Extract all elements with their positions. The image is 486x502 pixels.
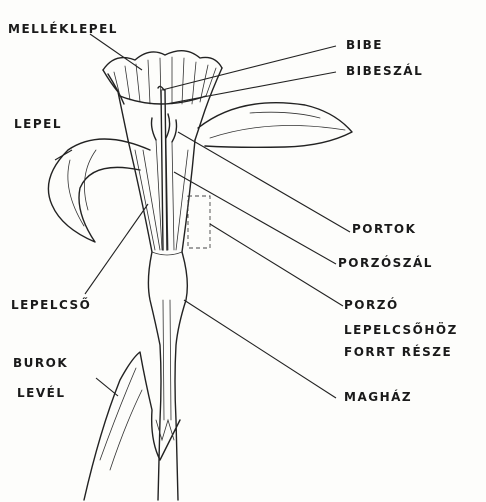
leader-maghaz	[184, 300, 336, 398]
label-lepel: LEPEL	[14, 117, 62, 131]
leader-bibeszal	[166, 72, 336, 104]
tepal-right-drawing	[198, 103, 352, 148]
stamens-drawing	[152, 114, 177, 250]
style-drawing	[158, 86, 167, 250]
label-lepelcsohoz-line2: FORRT RÉSZE	[344, 345, 452, 359]
label-bibeszal: BIBESZÁL	[346, 64, 423, 78]
label-burok-line2: LEVÉL	[17, 386, 65, 400]
label-lepelcso: LEPELCSŐ	[11, 298, 91, 312]
label-bibe: BIBE	[346, 38, 383, 52]
label-burok-line1: BUROK	[13, 356, 68, 370]
spathe-drawing	[84, 352, 180, 500]
label-porzo: PORZÓ	[344, 298, 399, 312]
ovary-drawing	[148, 252, 187, 500]
leader-lepel	[55, 150, 72, 160]
leader-porzoszal	[174, 172, 336, 264]
leader-burok	[96, 378, 118, 396]
label-mellekplepel: MELLÉKLEPEL	[8, 22, 118, 36]
leader-lepelcso	[85, 204, 148, 294]
tube-detail-box	[188, 196, 210, 248]
corona-drawing	[103, 51, 222, 140]
leader-mellekplepel	[90, 34, 142, 70]
leader-porzo	[210, 224, 343, 306]
leader-bibe	[162, 46, 336, 90]
label-maghaz: MAGHÁZ	[344, 390, 412, 404]
label-portok: PORTOK	[352, 222, 416, 236]
label-porzoszal: PORZÓSZÁL	[338, 256, 433, 270]
label-lepelcsohoz-line1: LEPELCSŐHÖZ	[344, 323, 458, 337]
